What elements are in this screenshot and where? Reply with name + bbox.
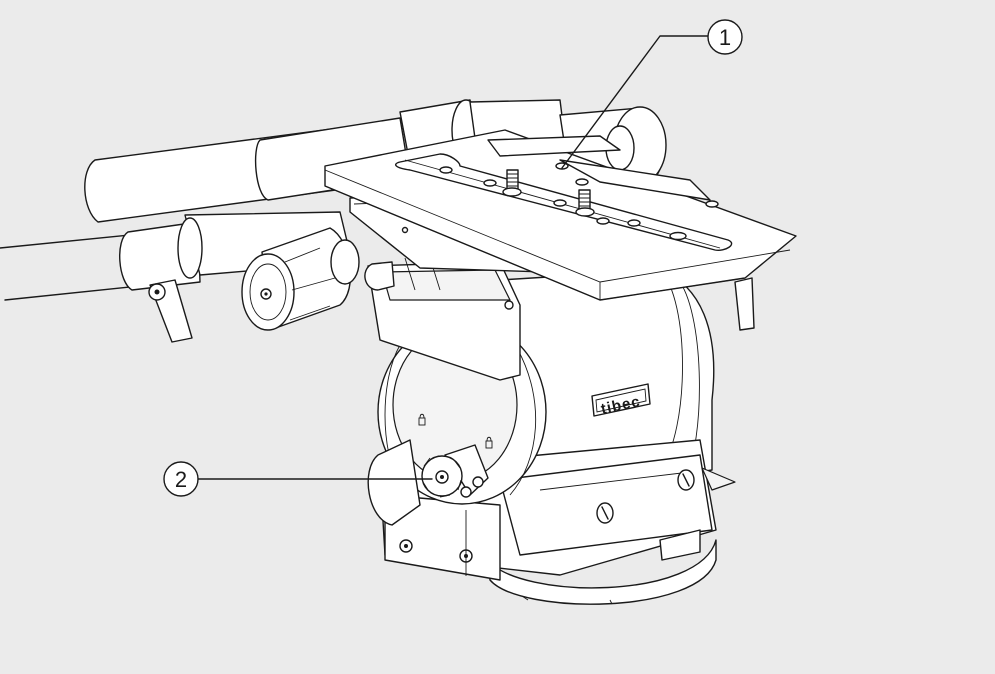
callout-1: 1 xyxy=(561,19,743,169)
callout-2-number: 2 xyxy=(175,467,187,492)
pan-clamp-knob xyxy=(241,227,360,331)
tilt-lock-knob xyxy=(421,444,489,498)
callout-2: 2 xyxy=(163,461,433,497)
callout-1-number: 1 xyxy=(719,25,731,50)
pan-bar-lower xyxy=(0,211,353,343)
camera-plate xyxy=(324,129,797,331)
